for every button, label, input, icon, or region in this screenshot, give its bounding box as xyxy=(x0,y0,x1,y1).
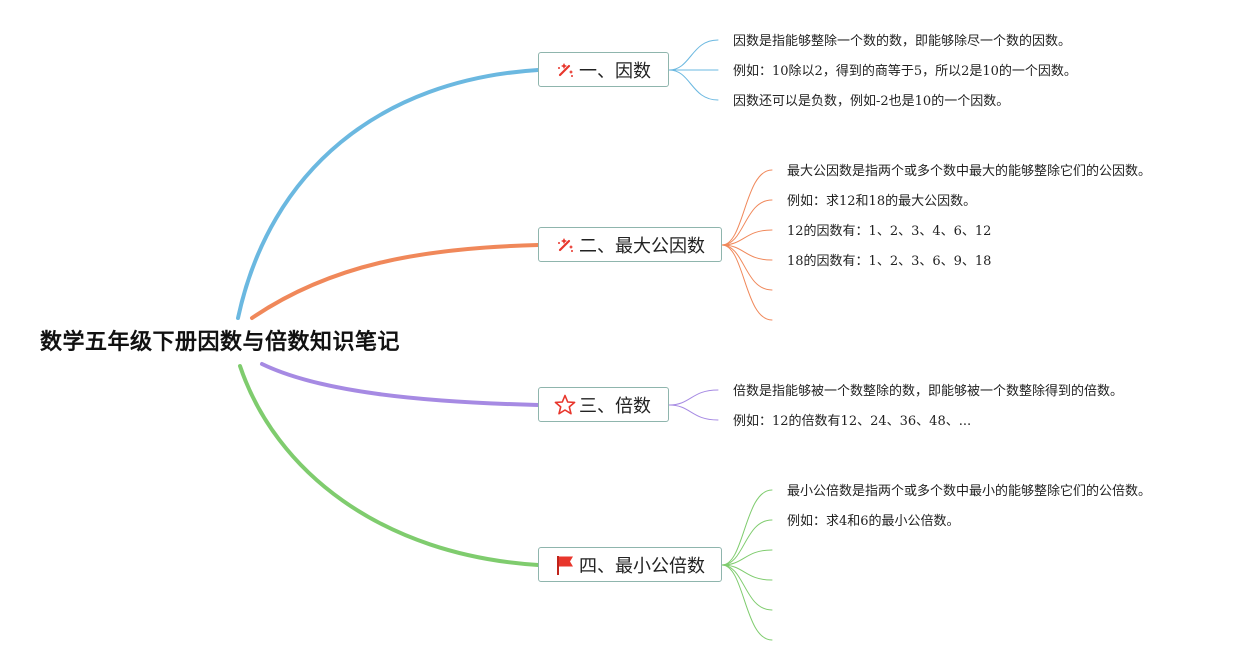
leaf-text[interactable]: 例如：12的倍数有12、24、36、48、... xyxy=(733,414,972,429)
leaf-connector-line xyxy=(668,404,719,421)
leaf-text[interactable]: 12的因数有：1、2、3、4、6、12 xyxy=(787,224,992,239)
star-icon xyxy=(553,393,577,417)
branch-label: 二、最大公因数 xyxy=(579,235,705,257)
leaf-text[interactable]: 倍数是指能够被一个数整除的数，即能够被一个数整除得到的倍数。 xyxy=(733,384,1124,399)
sparkle-icon xyxy=(553,58,577,82)
leaf-text[interactable]: 因数还可以是负数，例如-2也是10的一个因数。 xyxy=(733,94,1010,109)
sparkle-icon xyxy=(553,233,577,257)
main-branch-line xyxy=(250,243,540,320)
branch-node-multiples[interactable]: 三、倍数 xyxy=(538,387,669,422)
leaf-connector-line xyxy=(721,199,773,246)
leaf-text[interactable]: 因数是指能够整除一个数的数，即能够除尽一个数的因数。 xyxy=(733,34,1072,49)
branch-node-gcd[interactable]: 二、最大公因数 xyxy=(538,227,722,262)
leaf-text[interactable]: 例如：求4和6的最小公倍数。 xyxy=(787,514,960,529)
leaf-connector-line xyxy=(721,519,773,566)
leaf-connector-line xyxy=(721,489,773,566)
leaf-connector-line xyxy=(721,564,773,611)
leaf-text[interactable]: 18的因数有：1、2、3、6、9、18 xyxy=(787,254,992,269)
branch-label: 四、最小公倍数 xyxy=(579,555,705,577)
leaf-text[interactable]: 最小公倍数是指两个或多个数中最小的能够整除它们的公倍数。 xyxy=(787,484,1152,499)
leaf-connector-line xyxy=(721,564,773,581)
leaf-text[interactable]: 最大公因数是指两个或多个数中最大的能够整除它们的公因数。 xyxy=(787,164,1152,179)
leaf-connector-line xyxy=(668,389,719,406)
leaf-connector-line xyxy=(668,69,719,101)
main-branch-line xyxy=(236,68,540,320)
root-topic[interactable]: 数学五年级下册因数与倍数知识笔记 xyxy=(40,330,401,355)
leaf-connector-line xyxy=(721,244,773,321)
flag-icon xyxy=(553,553,577,577)
main-branch-line xyxy=(260,362,540,407)
branch-label: 三、倍数 xyxy=(579,395,651,417)
leaf-connector-line xyxy=(721,244,773,291)
branch-label: 一、因数 xyxy=(579,60,651,82)
leaf-connector-line xyxy=(721,549,773,566)
leaf-text[interactable]: 例如：求12和18的最大公因数。 xyxy=(787,194,977,209)
leaf-text[interactable]: 例如：10除以2，得到的商等于5，所以2是10的一个因数。 xyxy=(733,64,1077,79)
branch-node-factors[interactable]: 一、因数 xyxy=(538,52,669,87)
leaf-connector-line xyxy=(721,244,773,261)
leaf-connector-line xyxy=(721,564,773,641)
leaf-connector-line xyxy=(721,169,773,246)
main-branch-line xyxy=(238,364,540,567)
leaf-connector-line xyxy=(721,229,773,246)
leaf-connector-line xyxy=(668,39,719,71)
branch-node-lcm[interactable]: 四、最小公倍数 xyxy=(538,547,722,582)
